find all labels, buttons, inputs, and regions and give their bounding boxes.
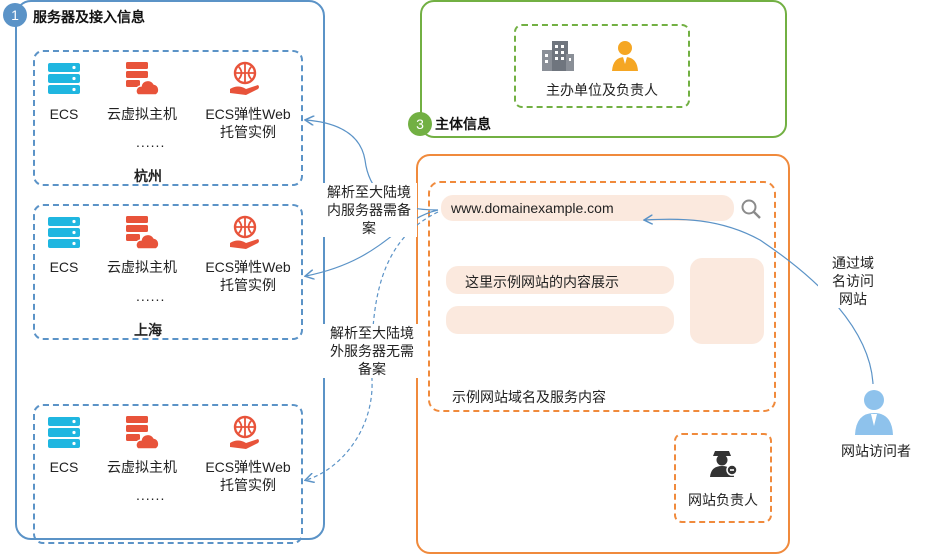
content-pill-1 <box>446 266 674 294</box>
subject-info-title: 主体信息 <box>435 116 491 132</box>
service-label-ecs: ECS <box>49 259 79 275</box>
service-label-web-hosting: ECS弹性Web 托管实例 <box>205 106 291 140</box>
visitor-label: 网站访问者 <box>841 443 911 459</box>
cloud-host-icon <box>126 216 160 250</box>
url-text: www.domainexample.com <box>451 200 614 216</box>
webmaster-label: 网站负责人 <box>688 492 758 508</box>
city-label: 杭州 <box>134 168 162 184</box>
service-label-ecs: ECS <box>49 106 79 122</box>
note-visit-by-domain: 通过域 名访问 网站 <box>818 254 888 308</box>
visitor-icon <box>855 390 893 435</box>
website-content-label: 示例网站域名及服务内容 <box>452 389 606 405</box>
service-label-virtual-host: 云虚拟主机 <box>107 259 177 275</box>
web-hosting-icon <box>230 415 259 449</box>
subject-info-panel <box>420 0 787 138</box>
note-overseas-no-filing: 解析至大陆境 外服务器无需 备案 <box>321 324 423 378</box>
region-shanghai <box>33 204 303 340</box>
connectors <box>0 0 874 506</box>
web-hosting-icon <box>230 61 259 95</box>
server-stack-icon <box>48 217 80 248</box>
content-sample-text: 这里示例网站的内容展示 <box>465 274 619 290</box>
url-bar[interactable] <box>441 195 734 221</box>
step-badge-3: 3 <box>408 112 432 136</box>
content-image-placeholder <box>690 258 764 344</box>
server-info-title: 服务器及接入信息 <box>33 9 145 25</box>
step-badge-1: 1 <box>3 3 27 27</box>
service-label-web-hosting: ECS弹性Web 托管实例 <box>205 259 291 293</box>
arrow-visitor-to-url <box>645 219 874 385</box>
service-label-virtual-host: 云虚拟主机 <box>107 106 177 122</box>
building-icon <box>542 41 574 71</box>
city-label: 上海 <box>134 322 162 338</box>
content-pill-2 <box>446 306 674 334</box>
service-label-web-hosting: ECS弹性Web 托管实例 <box>205 459 291 493</box>
ellipsis: ...... <box>136 288 166 304</box>
region-hangzhou <box>33 50 303 186</box>
ellipsis: ...... <box>136 487 166 503</box>
website-content-box <box>428 181 776 412</box>
organizer-box <box>514 24 690 108</box>
arrow-to-shanghai <box>306 209 439 276</box>
search-icon[interactable] <box>740 198 762 220</box>
server-stack-icon <box>48 417 80 448</box>
ellipsis: ...... <box>136 134 166 150</box>
note-mainland-filing: 解析至大陆境 内服务器需备 案 <box>321 183 417 237</box>
organizer-label: 主办单位及负责人 <box>546 82 658 98</box>
server-stack-icon <box>48 63 80 94</box>
service-label-virtual-host: 云虚拟主机 <box>107 459 177 475</box>
web-hosting-icon <box>230 215 259 249</box>
person-icon <box>612 41 638 71</box>
service-label-ecs: ECS <box>49 459 79 475</box>
webmaster-icon <box>710 451 738 477</box>
cloud-host-icon <box>126 416 160 450</box>
cloud-host-icon <box>126 62 160 96</box>
